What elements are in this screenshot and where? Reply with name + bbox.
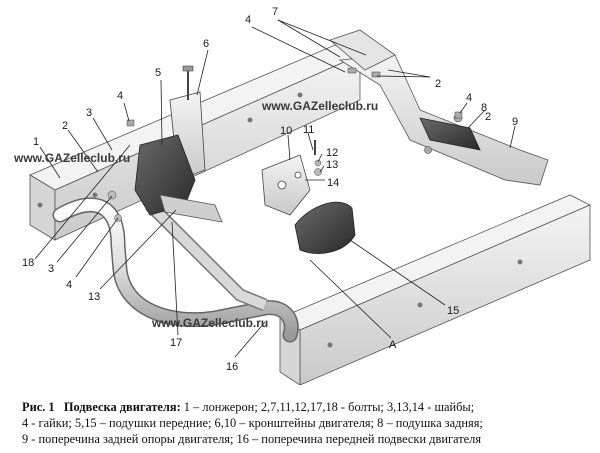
caption-figure-number: Рис. 1: [22, 400, 55, 414]
fasteners: [107, 67, 463, 222]
callout-label: 13: [88, 291, 100, 303]
callout-label: 13: [326, 159, 338, 171]
rear-crossmember: [329, 29, 549, 186]
callout-label: 2: [485, 111, 491, 123]
callout-label: 1: [33, 136, 39, 148]
callout-label: 7: [272, 6, 278, 18]
callout-label: A: [389, 339, 397, 351]
front-right-cushion: [294, 201, 356, 254]
callout-label: 11: [303, 124, 314, 136]
callout-label: 4: [117, 90, 123, 102]
watermark-top: www.GAZelleclub.ru: [261, 99, 378, 113]
callout-label: 2: [62, 120, 68, 132]
callout-label: 17: [170, 337, 182, 349]
engine-bracket-right: [261, 154, 311, 216]
figure-caption: Рис. 1 Подвеска двигателя: 1 – лонжерон;…: [22, 399, 582, 447]
callout-label: 18: [22, 257, 34, 269]
front-left-cushion: [134, 134, 223, 223]
callout-label: 4: [66, 279, 72, 291]
callout-label: 2: [435, 78, 441, 90]
callout-label: 16: [226, 361, 238, 373]
callout-label: 12: [326, 147, 338, 159]
engine-suspension-diagram: www.GAZelleclub.ru www.GAZelleclub.ru ww…: [13, 6, 591, 385]
watermark-left: www.GAZelleclub.ru: [13, 151, 130, 165]
caption-line-1: 1 – лонжерон; 2,7,11,12,17,18 - болты; 3…: [180, 400, 475, 414]
caption-title: Подвеска двигателя:: [63, 400, 181, 414]
callout-label: 4: [245, 14, 251, 26]
caption-line-2: 4 - гайки; 5,15 – подушки передние; 6,10…: [22, 416, 483, 430]
callout-label: 5: [155, 67, 161, 79]
caption-line-3: 9 - поперечина задней опоры двигателя; 1…: [22, 432, 482, 446]
leader-lines: [34, 19, 516, 358]
callout-label: 3: [48, 263, 54, 275]
callout-label: 10: [280, 125, 292, 137]
callout-label: 9: [512, 116, 518, 128]
callout-label: 6: [203, 38, 209, 50]
callout-label: 4: [466, 92, 472, 104]
callout-label: 15: [447, 305, 459, 317]
callout-labels: 1 2 2 2 3 3 4 4 4 4 5 6 7 8 9 10 11 12 1…: [22, 6, 518, 373]
callout-label: 8: [481, 102, 487, 114]
callout-label: 14: [327, 177, 339, 189]
callout-label: 3: [86, 107, 92, 119]
watermark-bottom: www.GAZelleclub.ru: [151, 316, 268, 330]
